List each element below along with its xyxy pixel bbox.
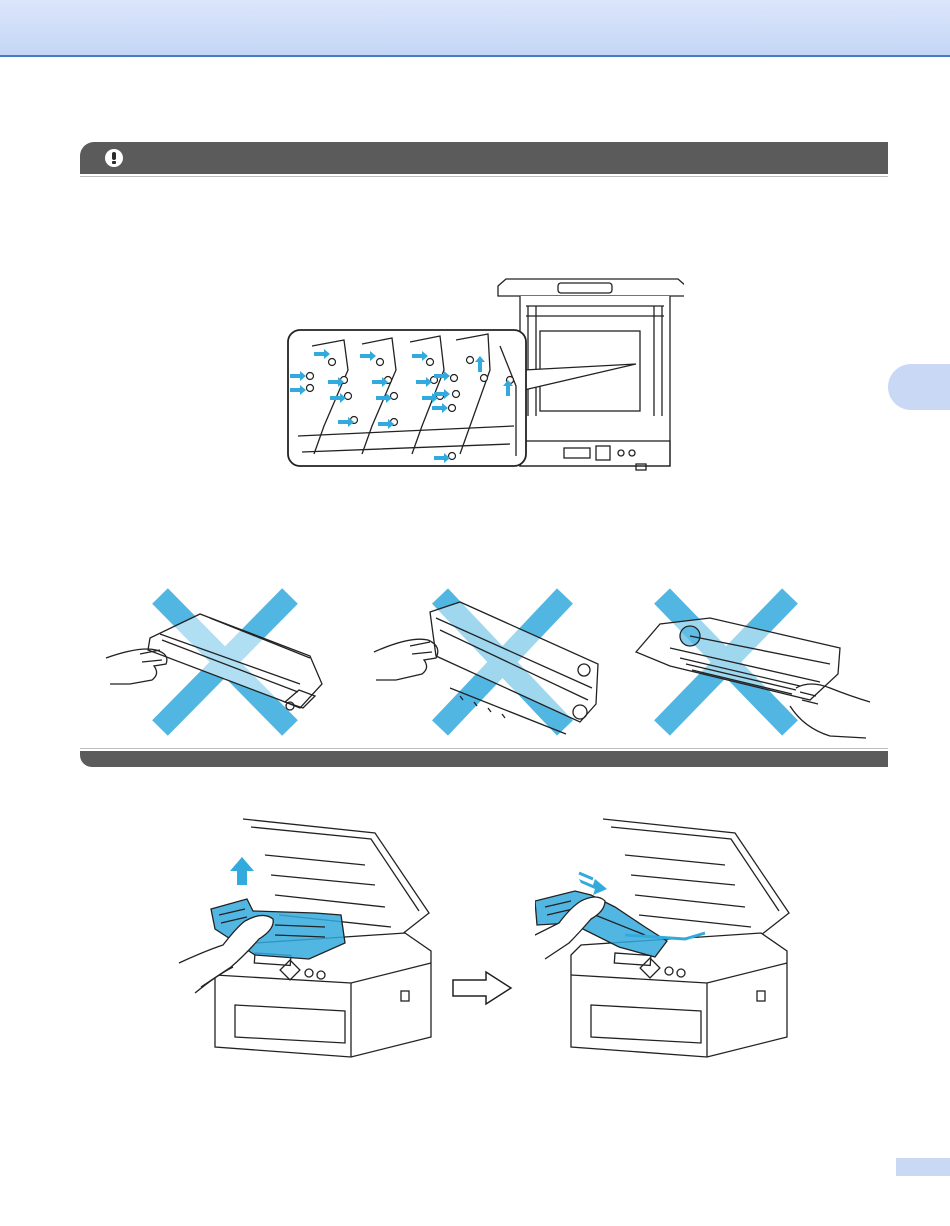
header-band (0, 0, 950, 57)
next-step-arrow-icon (450, 970, 514, 1006)
toner-cartridge-do-not-touch (100, 588, 335, 738)
section-divider (80, 748, 888, 749)
drum-unit-front-do-not-touch (370, 588, 605, 738)
lift-drum-unit-illustration (175, 815, 435, 1060)
exclamation-circle-icon (105, 149, 123, 167)
page-number-tab (896, 1158, 950, 1176)
section-header (80, 751, 888, 767)
caution-header (80, 142, 888, 174)
chapter-tab (888, 364, 950, 410)
drum-contacts-illustration (284, 276, 684, 472)
remove-drum-unit-illustration (535, 815, 795, 1060)
caution-divider (80, 176, 888, 177)
drum-unit-rear-do-not-touch (630, 588, 875, 740)
